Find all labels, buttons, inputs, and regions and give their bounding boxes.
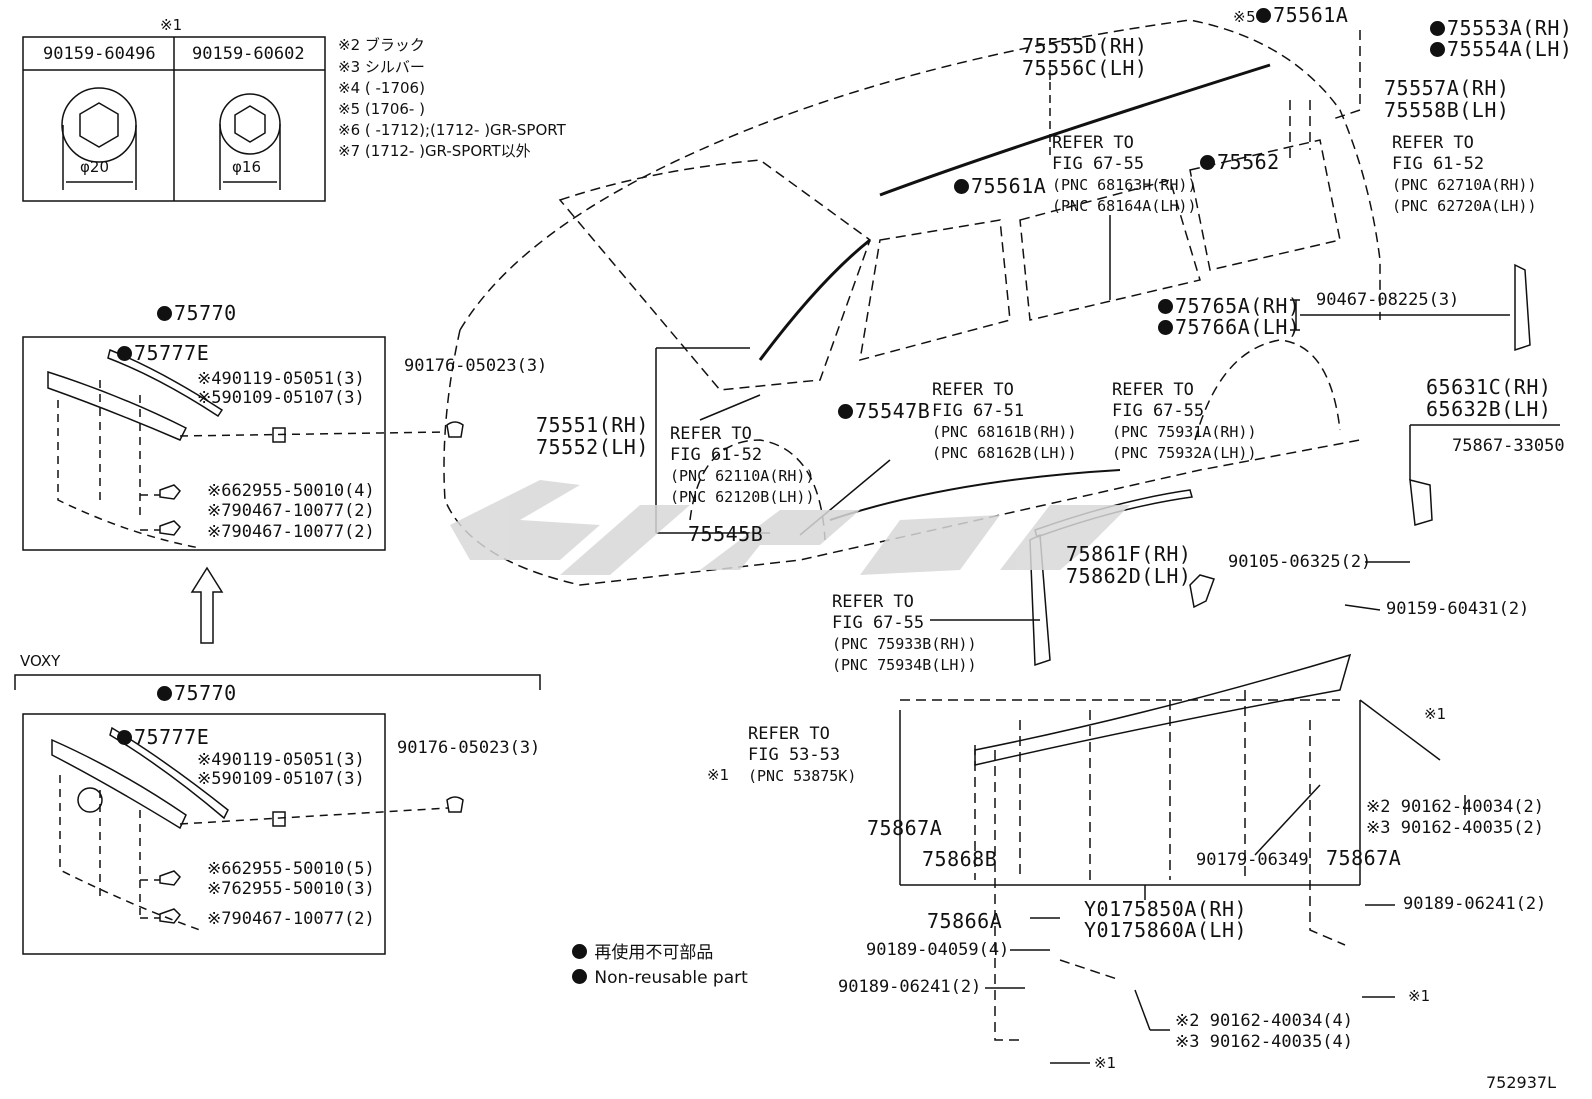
- voxy-label: VOXY: [20, 652, 61, 670]
- callout-75552: 75552(LH): [536, 435, 649, 459]
- note-1: ※2 ブラック: [338, 36, 425, 54]
- callout-75557A: 75557A(RH): [1384, 76, 1510, 100]
- bolt-part-2: 90159-60602: [192, 44, 305, 64]
- callout-90467-08225: 90467-08225(3): [1316, 290, 1460, 310]
- callout-90162-b1: ※2 90162-40034(4): [1175, 1011, 1354, 1031]
- callout-75558B: 75558B(LH): [1384, 98, 1510, 122]
- mark-1-b: ※1: [707, 766, 730, 784]
- callout-90189-06241: 90189-06241(2): [838, 977, 982, 997]
- panel-voxy-l2: ※590109-05107(3): [197, 769, 365, 789]
- panel-top-sub: 75777E: [117, 343, 209, 363]
- callout-65632B: 65632B(LH): [1426, 397, 1552, 421]
- callout-75765A: 75765A(RH): [1158, 296, 1300, 316]
- mark-1-d: ※1: [1094, 1054, 1117, 1072]
- watermark-logo: [450, 480, 1130, 575]
- bolt-part-1: 90159-60496: [43, 44, 156, 64]
- up-arrow-icon: [190, 566, 224, 644]
- callout-75562: 75562: [1200, 152, 1280, 172]
- callout-90162-b2: ※3 90162-40035(4): [1175, 1032, 1354, 1052]
- panel-voxy-main: 75770: [157, 683, 237, 703]
- callout-75766A: 75766A(LH): [1158, 317, 1300, 337]
- callout-75862D: 75862D(LH): [1066, 564, 1192, 588]
- rear-garnish-icon: [1514, 263, 1531, 352]
- callout-90162-r2: ※3 90162-40035(2): [1366, 818, 1545, 838]
- panel-top-nut: 90176-05023(3): [404, 356, 548, 376]
- callout-75860A: Y0175860A(LH): [1084, 918, 1248, 942]
- panel-voxy-l5: ※790467-10077(2): [207, 909, 375, 929]
- panel-voxy-frame: [22, 713, 386, 955]
- callout-75545B: 75545B: [688, 522, 764, 546]
- bolt-head-20-icon: [61, 87, 137, 163]
- note-4: ※5 (1706- ): [338, 100, 425, 118]
- callout-75867A-left: 75867A: [867, 816, 943, 840]
- callout-75547B: 75547B: [838, 401, 930, 421]
- callout-75551: 75551(RH): [536, 413, 649, 437]
- callout-75850A: Y0175850A(RH): [1084, 897, 1248, 921]
- emblem-icon: [77, 787, 103, 813]
- panel-top-l3: ※662955-50010(4): [207, 481, 375, 501]
- panel-voxy-nut: 90176-05023(3): [397, 738, 541, 758]
- panel-top-frame: [22, 336, 386, 551]
- panel-top-l2: ※590109-05107(3): [197, 388, 365, 408]
- callout-75866A: 75866A: [927, 909, 1003, 933]
- bolt-dia-2: φ16: [232, 158, 261, 176]
- panel-top-main: 75770: [157, 303, 237, 323]
- callout-90189-r: 90189-06241(2): [1403, 894, 1547, 914]
- note-5: ※6 ( -1712);(1712- )GR-SPORT: [338, 121, 566, 139]
- mark-1-c: ※1: [1408, 987, 1431, 1005]
- callout-75556C: 75556C(LH): [1022, 56, 1148, 80]
- panel-voxy-l4: ※762955-50010(3): [207, 879, 375, 899]
- callout-75553A: 75553A(RH): [1430, 18, 1572, 38]
- callout-75554A: 75554A(LH): [1430, 39, 1572, 59]
- bolt-table-mark: ※1: [160, 16, 183, 34]
- drawing-number: 752937L: [1486, 1073, 1556, 1092]
- callout-75555D: 75555D(RH): [1022, 34, 1148, 58]
- panel-top-l5: ※790467-10077(2): [207, 522, 375, 542]
- callout-90105: 90105-06325(2): [1228, 552, 1372, 572]
- mark-1-a: ※1: [1424, 705, 1447, 723]
- voxy-bracket: [14, 674, 541, 690]
- panel-top-l4: ※790467-10077(2): [207, 501, 375, 521]
- panel-voxy-l1: ※490119-05051(3): [197, 750, 365, 770]
- callout-90159-60431: 90159-60431(2): [1386, 599, 1530, 619]
- bolt-head-16-icon: [219, 93, 281, 155]
- callout-90179: 90179-06349: [1196, 850, 1309, 870]
- note-6: ※7 (1712- )GR-SPORT以外: [338, 142, 531, 160]
- callout-75561A: 75561A: [954, 176, 1046, 196]
- panel-voxy-l3: ※662955-50010(5): [207, 859, 375, 879]
- callout-75868B: 75868B: [922, 847, 998, 871]
- legend-jp: 再使用不可部品: [572, 944, 713, 962]
- callout-90189-04059: 90189-04059(4): [866, 940, 1010, 960]
- callout-75867A-right: 75867A: [1326, 846, 1402, 870]
- note-3: ※4 ( -1706): [338, 79, 425, 97]
- callout-90162-r1: ※2 90162-40034(2): [1366, 797, 1545, 817]
- callout-75867-33050: 75867-33050: [1452, 436, 1565, 456]
- callout-75861F: 75861F(RH): [1066, 542, 1192, 566]
- legend-en: Non-reusable part: [572, 969, 748, 987]
- mudflap-bracket-icon: [1409, 479, 1433, 526]
- panel-voxy-sub: 75777E: [117, 727, 209, 747]
- callout-65631C: 65631C(RH): [1426, 375, 1552, 399]
- bolt-dia-1: φ20: [80, 158, 109, 176]
- panel-top-l1: ※490119-05051(3): [197, 369, 365, 389]
- note-2: ※3 シルバー: [338, 58, 425, 76]
